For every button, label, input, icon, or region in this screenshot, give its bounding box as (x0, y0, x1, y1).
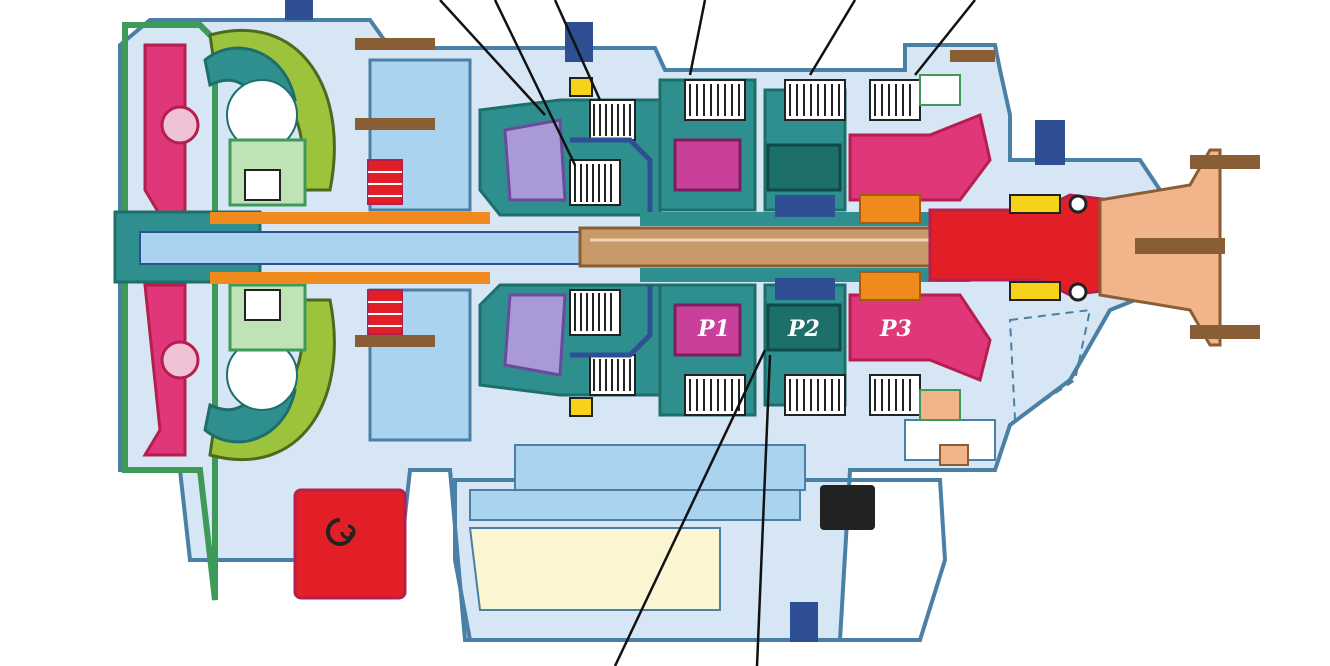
stator-support-lower (210, 272, 490, 284)
oneway-clutch-upper (244, 169, 281, 201)
p3-ring-upper (848, 112, 992, 202)
oil-pan-tray (468, 527, 721, 611)
drain-plug-icon (939, 444, 969, 466)
p2-carrier-lower (775, 278, 835, 300)
leader-line-6 (914, 0, 976, 76)
leader-line-4 (688, 0, 707, 76)
tailhousing-dashed (1008, 308, 1092, 422)
brake-clutch-packs (684, 74, 961, 421)
flange-stud-upper (1190, 155, 1260, 169)
oil-pump-gears (367, 159, 403, 335)
input-shaft (139, 231, 591, 265)
brake-piston-3-lower (919, 389, 961, 421)
bolt-icon (355, 335, 435, 347)
main-shaft (578, 226, 972, 268)
drum-shell-upper (570, 137, 653, 215)
bearing-upper (1068, 194, 1088, 214)
leader-line-1 (439, 0, 546, 116)
sensor-icon (820, 485, 875, 530)
plug-icon (790, 602, 818, 642)
p2-planet-lower (766, 303, 842, 352)
bolt-icon (355, 118, 435, 130)
p3-sun-lower (859, 271, 921, 301)
brake-pack-1-upper (684, 79, 746, 121)
leader-line-8 (755, 354, 772, 666)
brake-pack-2-upper (784, 79, 846, 121)
filter-symbol-inner (340, 524, 356, 540)
damper-spring-upper (160, 105, 200, 145)
leader-line-2 (493, 0, 577, 166)
brake-plates-lower (689, 379, 911, 411)
brake-piston-3-upper (919, 74, 961, 106)
brake-pack-2-lower (784, 374, 846, 416)
flange-center-bolt (1135, 238, 1225, 254)
clutch-plates-upper (574, 104, 631, 202)
bolt-icon (950, 50, 995, 62)
pump-gear-lower (367, 289, 403, 335)
p1-planet-lower (673, 303, 742, 357)
damper-spring-lower (160, 340, 200, 380)
oil-filter (293, 488, 407, 600)
torque-converter (122, 22, 336, 601)
valve-body (514, 444, 806, 491)
planetary-label-p2: P2 (787, 316, 820, 342)
clutch-piston-upper (503, 118, 567, 202)
p1-planet-upper (673, 138, 742, 192)
p3-ring-lower (848, 293, 992, 383)
leader-line-7 (613, 349, 767, 666)
plug-icon (1035, 120, 1065, 165)
lower-pan-outline (453, 478, 948, 642)
planetary-label-p1: P1 (697, 316, 730, 342)
leader-line-5 (808, 0, 857, 76)
leader-line-3 (553, 0, 602, 101)
bolt-icon (355, 38, 435, 50)
rear-seal-lower (1009, 281, 1061, 301)
converter-cover (122, 22, 218, 601)
p3-sun-upper (859, 194, 921, 224)
yellow-band-lower (569, 397, 593, 417)
clutch-pack-upper-2 (569, 159, 621, 206)
drum-shell-lower (570, 285, 653, 358)
p2-planet-upper (766, 143, 842, 192)
oil-filter-icon (293, 488, 407, 600)
clutch-pack-lower-2 (569, 289, 621, 336)
clutch-plates-lower (574, 293, 631, 391)
valve-body-lower (469, 489, 801, 521)
leader-lines (439, 0, 976, 666)
fasteners (285, 0, 1065, 642)
clutch-piston-lower (503, 293, 567, 377)
yellow-band-upper (569, 77, 593, 97)
rear-seal-upper (1009, 194, 1061, 214)
output-flange-assembly (928, 148, 1260, 347)
planetary-label-p3: P3 (879, 316, 912, 342)
oneway-clutch-lower (244, 289, 281, 321)
p2-carrier-upper (775, 195, 835, 217)
brake-plates-upper (689, 84, 911, 116)
pump-gear-upper (367, 159, 403, 205)
bearing-lower (1068, 282, 1088, 302)
plug-icon (285, 0, 313, 20)
flange-stud-lower (1190, 325, 1260, 339)
stator-support-upper (210, 212, 490, 224)
